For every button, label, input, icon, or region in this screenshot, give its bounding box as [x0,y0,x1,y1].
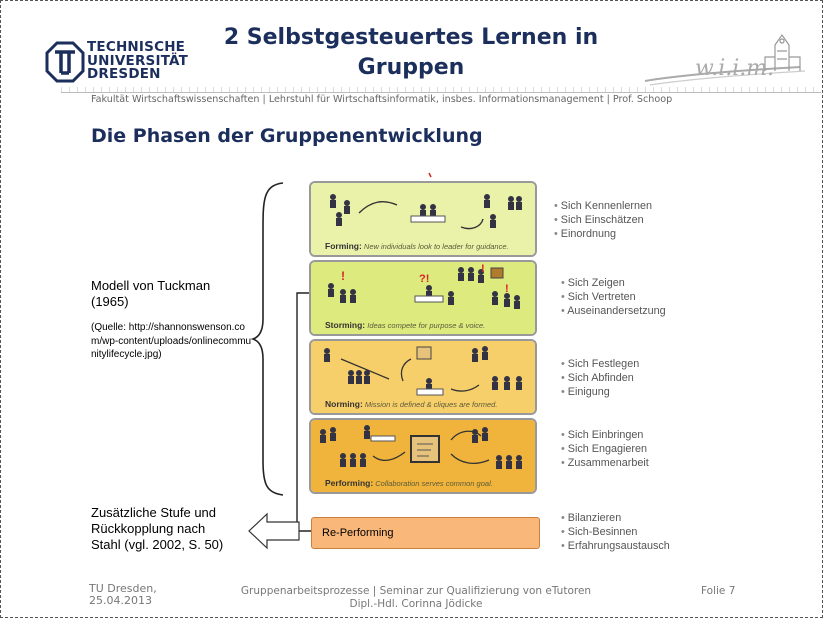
tu-dresden-emblem-icon [45,41,85,83]
norming-label: Norming: Mission is defined & cliques ar… [325,399,498,409]
performing-label: Performing: Collaboration serves common … [325,478,493,488]
footer-date: TU Dresden, 25.04.2013 [89,582,157,607]
left-arrow-icon [248,512,300,550]
bullet-item: Bilanzieren [561,512,670,526]
feedback-line [296,292,311,532]
phase-forming: Forming: New individuals look to leader … [309,181,537,257]
svg-text:!: ! [481,263,485,275]
extra-stage-text: Zusätzliche Stufe und Rückkopplung nach … [91,505,224,552]
phase-storming: ! ?! ! ! Storming: Ideas compete for pur… [309,260,537,336]
reperforming-bullets: Bilanzieren Sich-Besinnen Erfahrungsaust… [561,512,670,553]
bullet-item: Sich Abfinden [561,372,639,386]
norming-illustration [311,341,535,413]
forming-label: Forming: New individuals look to leader … [325,241,509,251]
forming-bullets: Sich Kennenlernen Sich Einschätzen Einor… [554,200,652,241]
svg-text:?!: ?! [419,273,429,285]
phase-norming: Norming: Mission is defined & cliques ar… [309,339,537,415]
bullet-item: Einordnung [554,228,652,242]
norming-bullets: Sich Festlegen Sich Abfinden Einigung [561,358,639,399]
bullet-item: Sich Kennenlernen [554,200,652,214]
forming-illustration [311,183,535,255]
bullet-item: Sich Zeigen [561,277,666,291]
section-heading: Die Phasen der Gruppenentwicklung [91,125,483,147]
bullet-item: Sich Festlegen [561,358,639,372]
slide-number: Folie 7 [701,585,736,597]
bullet-item: Zusammenarbeit [561,457,649,471]
bullet-item: Einigung [561,386,639,400]
reperforming-box: Re-Performing [311,517,540,549]
bullet-item: Sich-Besinnen [561,526,670,540]
phase-performing: Performing: Collaboration serves common … [309,418,537,494]
performing-illustration [311,420,535,492]
storming-bullets: Sich Zeigen Sich Vertreten Auseinanderse… [561,277,666,319]
wiim-logo: w.i.i.m. [640,31,810,89]
bullet-item: Sich Vertreten [561,291,666,305]
bullet-item: Sich Einbringen [561,429,649,443]
source-text: (Quelle: http://shannonswenson.com/wp-co… [91,322,252,360]
bullet-item: Sich Einschätzen [554,214,652,228]
storming-illustration: ! ?! ! ! [311,262,535,334]
slide-title: 2 Selbstgesteuertes Lernen in Gruppen [223,25,599,80]
bullet-item: Erfahrungsaustausch [561,540,670,554]
svg-text:!: ! [505,283,509,295]
storming-label: Storming: Ideas compete for purpose & vo… [325,320,486,330]
footer-course: Gruppenarbeitsprozesse | Seminar zur Qua… [240,585,592,610]
header-decoration [61,87,821,93]
faculty-line: Fakultät Wirtschaftswissenschaften | Leh… [91,94,673,105]
tu-dresden-logo: TECHNISCHE UNIVERSITÄT DRESDEN [45,39,189,83]
bullet-item: Auseinandersetzung [561,305,665,319]
brace [250,182,284,496]
university-name: TECHNISCHE UNIVERSITÄT DRESDEN [87,39,189,82]
header-divider [61,92,821,93]
performing-bullets: Sich Einbringen Sich Engagieren Zusammen… [561,429,649,470]
svg-text:!: ! [341,269,345,283]
marker-icon [428,172,432,178]
bullet-item: Sich Engagieren [561,443,649,457]
model-text: Modell von Tuckman (1965) [91,278,211,309]
svg-text:w.i.i.m.: w.i.i.m. [695,56,774,81]
